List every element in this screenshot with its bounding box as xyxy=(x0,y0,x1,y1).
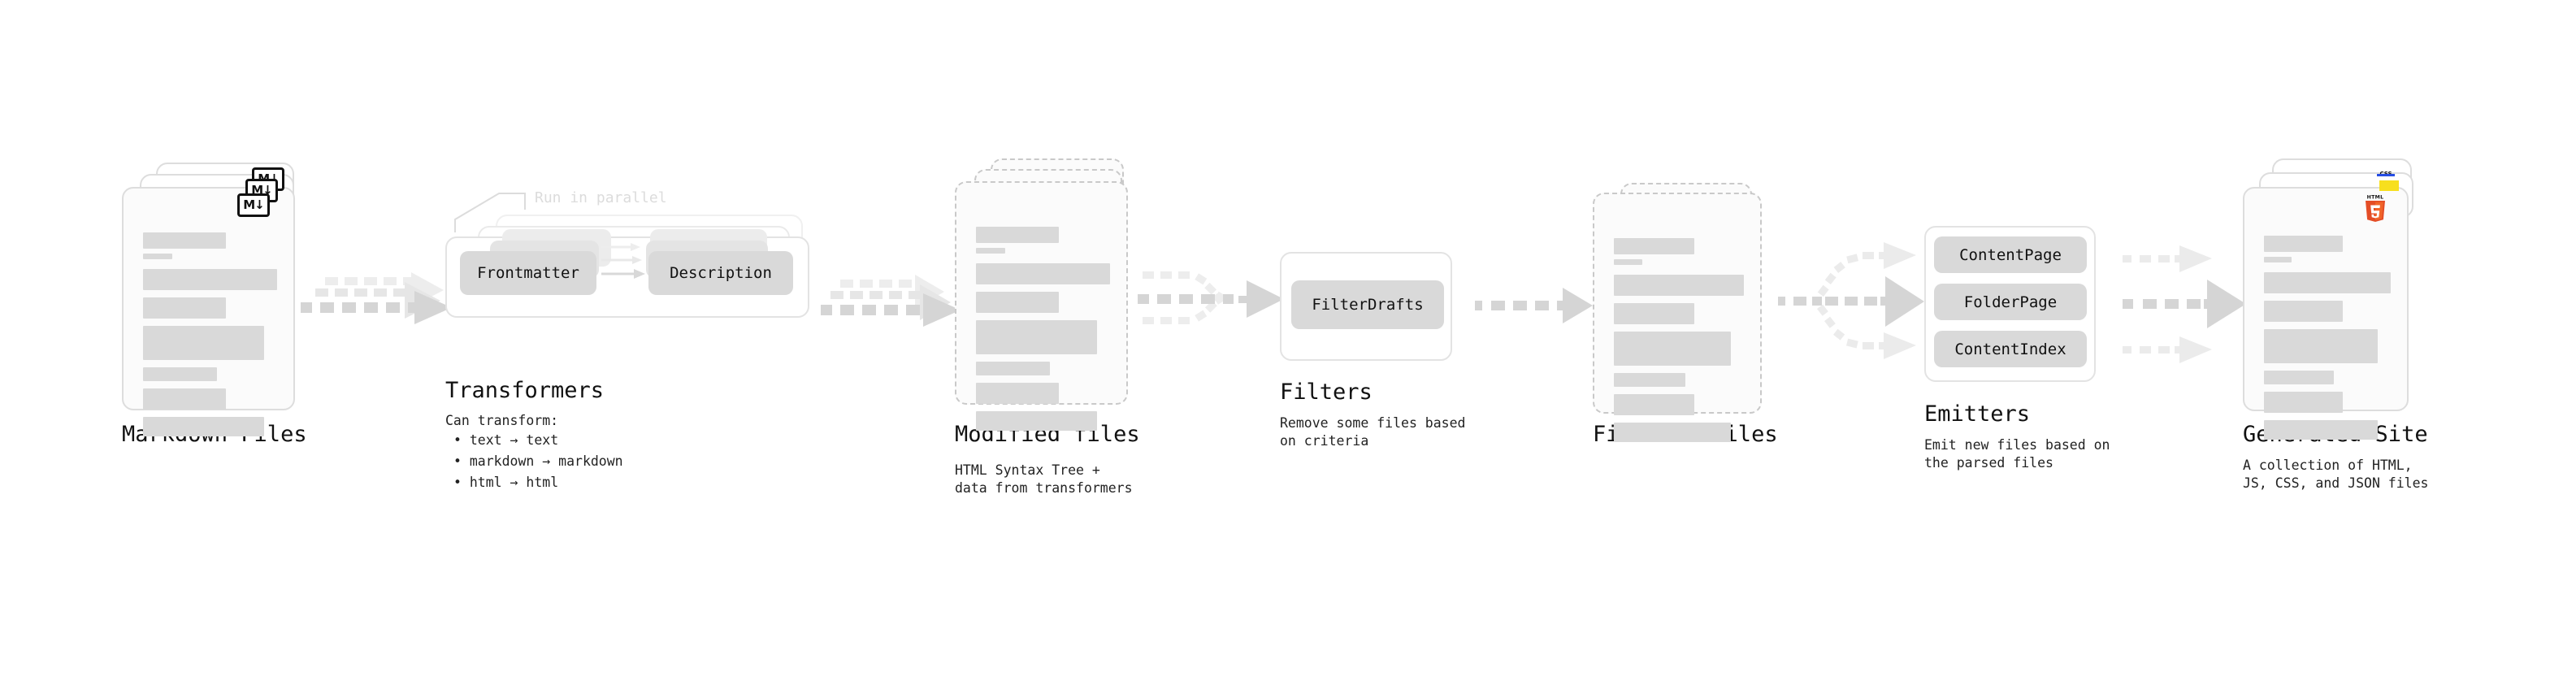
stage-generated-site: CSS HTML xyxy=(2243,158,2446,440)
card-bar xyxy=(2264,272,2391,293)
arrow-filtered-to-emitters xyxy=(1778,242,1924,359)
modified-card-front xyxy=(955,181,1128,431)
arrow-modified-to-filters xyxy=(1138,271,1284,324)
stage-title-emitters: Emitters xyxy=(1924,401,2031,427)
arrow-filters-to-filtered xyxy=(1475,288,1593,323)
card-bar xyxy=(1614,373,1685,387)
stage-modified-files xyxy=(955,158,1150,431)
stage-markdown-files: M↓ M↓ M↓ xyxy=(122,163,317,436)
stage-filtered-files xyxy=(1593,183,1788,442)
chip-contentpage-label: ContentPage xyxy=(1959,245,2062,264)
card-bar xyxy=(1614,275,1744,296)
filtered-card-front xyxy=(1593,193,1762,442)
card-bar xyxy=(143,388,227,410)
transformers-bullet-3: • html → html xyxy=(453,475,559,490)
modified-files-description: HTML Syntax Tree + data from transformer… xyxy=(955,462,1133,496)
chip-description[interactable]: Description xyxy=(648,251,793,295)
transformers-bullet-2: • markdown → markdown xyxy=(453,453,623,469)
card-bar xyxy=(1614,423,1731,442)
stage-title-transformers: Transformers xyxy=(445,378,605,403)
css-icon: CSS xyxy=(2377,167,2395,177)
card-bar xyxy=(1614,394,1695,415)
css-icon-bar xyxy=(2377,174,2395,176)
markdown-card-stack: M↓ M↓ M↓ xyxy=(122,163,317,436)
card-bar xyxy=(143,269,277,290)
html5-icon: HTML xyxy=(2363,193,2387,222)
svg-text:HTML: HTML xyxy=(2367,195,2384,201)
chip-contentindex-label: ContentIndex xyxy=(1954,340,2066,358)
card-bar xyxy=(2264,257,2292,262)
card-bar xyxy=(2264,420,2379,440)
arrow-emitters-to-site xyxy=(2123,245,2246,363)
card-bar xyxy=(976,320,1097,354)
card-bar xyxy=(1614,332,1731,366)
card-bar xyxy=(1614,238,1695,254)
chip-contentpage[interactable]: ContentPage xyxy=(1934,236,2087,273)
card-bar xyxy=(143,254,173,259)
chip-filterdrafts-label: FilterDrafts xyxy=(1312,296,1424,314)
js-icon xyxy=(2379,180,2399,191)
card-bar xyxy=(2264,301,2343,322)
card-bar xyxy=(143,417,264,436)
card-bar xyxy=(976,227,1060,243)
card-bar xyxy=(143,367,217,381)
transformers-description: Can transform: xyxy=(445,413,559,428)
card-bar xyxy=(976,362,1050,375)
card-bar xyxy=(976,411,1097,431)
arrow-markdown-to-transformers xyxy=(301,272,452,324)
card-bar xyxy=(143,297,227,319)
chip-frontmatter-label: Frontmatter xyxy=(477,264,579,282)
generated-site-description: A collection of HTML, JS, CSS, and JSON … xyxy=(2243,458,2429,491)
filters-description: Remove some files based on criteria xyxy=(1280,415,1466,449)
arrow-transformers-to-modified xyxy=(821,275,961,327)
run-in-parallel-bracket xyxy=(454,193,526,232)
chip-description-label: Description xyxy=(670,264,772,282)
card-bar xyxy=(143,326,264,360)
markdown-card-front xyxy=(122,187,295,436)
chip-filterdrafts[interactable]: FilterDrafts xyxy=(1291,280,1444,329)
card-bar xyxy=(2264,236,2343,252)
card-bar xyxy=(2264,392,2343,413)
transformers-bullet-1: • text → text xyxy=(453,432,559,448)
card-bar xyxy=(143,232,227,249)
card-bar xyxy=(976,248,1006,254)
emitters-description: Emit new files based on the parsed files xyxy=(1924,437,2110,471)
chip-folderpage[interactable]: FolderPage xyxy=(1934,284,2087,320)
card-bar xyxy=(2264,329,2379,363)
card-bar xyxy=(2264,371,2334,384)
card-bar xyxy=(976,263,1110,284)
card-bar xyxy=(976,292,1060,313)
card-bar xyxy=(1614,259,1643,265)
transformer-inner-arrows xyxy=(601,243,645,279)
stage-title-filters: Filters xyxy=(1280,380,1373,405)
site-card-html xyxy=(2243,187,2409,440)
run-in-parallel-label: Run in parallel xyxy=(535,189,667,206)
card-bar xyxy=(976,383,1060,404)
chip-frontmatter[interactable]: Frontmatter xyxy=(460,251,596,295)
chip-folderpage-label: FolderPage xyxy=(1963,293,2058,311)
markdown-icon: M↓ xyxy=(237,193,270,217)
chip-contentindex[interactable]: ContentIndex xyxy=(1934,331,2087,367)
card-bar xyxy=(1614,303,1695,324)
